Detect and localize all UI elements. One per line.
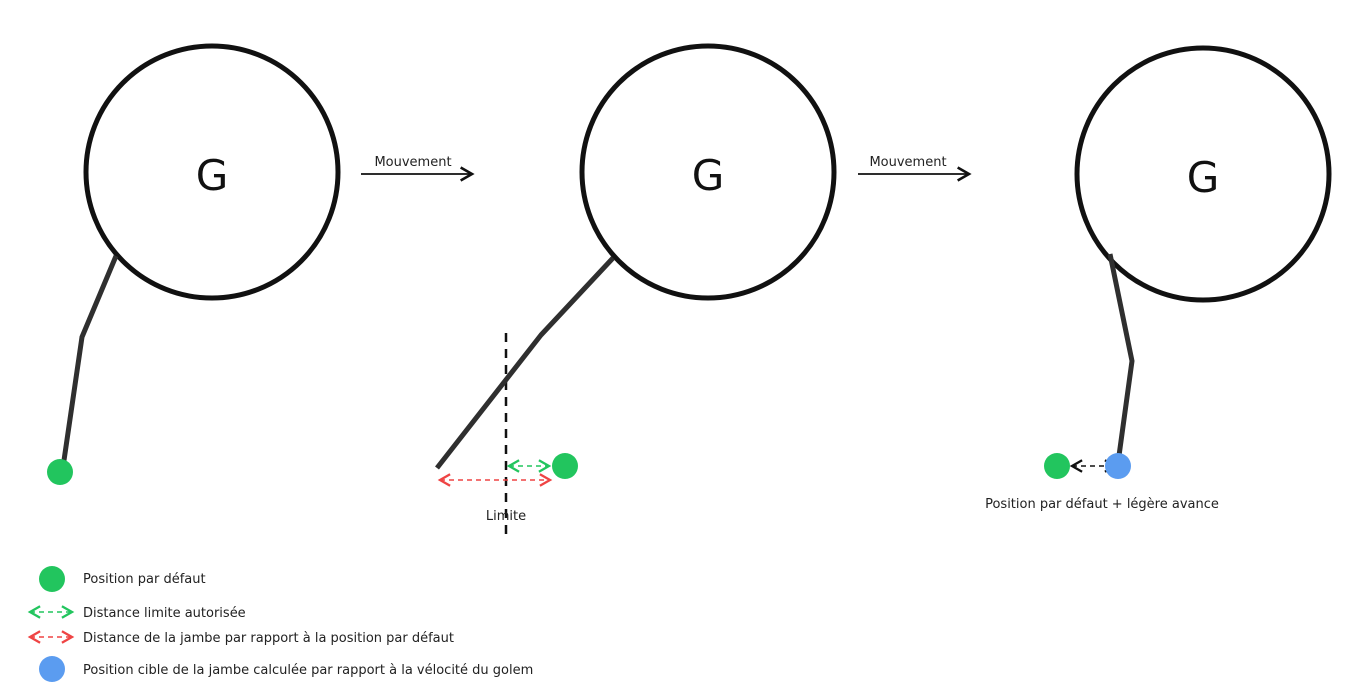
golem-leg-2 [435, 256, 615, 470]
stage-3-caption: Position par défaut + légère avance [985, 497, 1219, 512]
green-dot-icon [39, 566, 65, 592]
default-position-dot-2 [552, 453, 578, 479]
movement-label-1: Mouvement [374, 155, 451, 170]
legend-item-leg-distance: Distance de la jambe par rapport à la po… [27, 630, 454, 646]
legend-item-default-position: Position par défaut [39, 566, 206, 592]
golem-letter-2: G [692, 151, 725, 200]
golem-leg-1 [59, 255, 119, 475]
legend-label: Distance limite autorisée [83, 606, 246, 621]
golem-leg-3 [1107, 253, 1135, 464]
blue-dot-icon [39, 656, 65, 682]
golem-body-1 [83, 43, 341, 301]
legend-label: Position cible de la jambe calculée par … [83, 663, 533, 678]
default-position-dot-1 [47, 459, 73, 485]
stage-2: G Limite [435, 43, 837, 541]
golem-letter-1: G [196, 151, 229, 200]
legend-item-target-position: Position cible de la jambe calculée par … [39, 656, 533, 682]
default-position-dot-3 [1044, 453, 1070, 479]
movement-arrow-2: Mouvement [858, 155, 972, 182]
movement-arrow-1: Mouvement [361, 155, 475, 182]
legend-label: Position par défaut [83, 572, 206, 587]
stage-3: G Position par défaut + légère avance [985, 45, 1332, 512]
stage-1: G [47, 43, 341, 485]
movement-label-2: Mouvement [869, 155, 946, 170]
golem-body-2 [579, 43, 837, 301]
legend-label: Distance de la jambe par rapport à la po… [83, 631, 454, 646]
legend: Position par défaut Distance limite auto… [27, 566, 533, 682]
limit-label: Limite [486, 509, 526, 524]
golem-letter-3: G [1187, 153, 1220, 202]
target-position-dot [1105, 453, 1131, 479]
legend-item-limit-distance: Distance limite autorisée [27, 605, 246, 621]
golem-body-3 [1074, 45, 1332, 303]
